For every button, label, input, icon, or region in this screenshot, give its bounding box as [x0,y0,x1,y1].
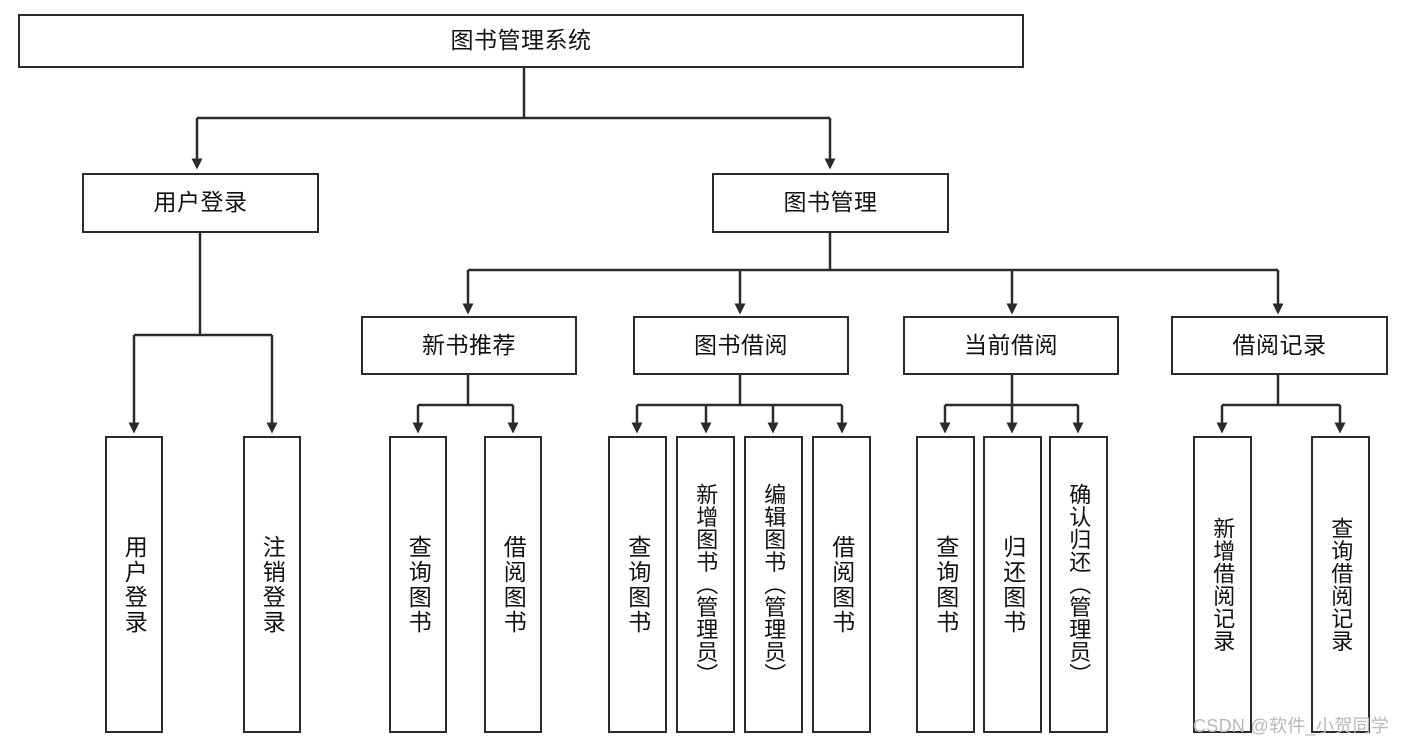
node-label: 新增图书（管理员） [693,483,719,686]
node-label: 当前借阅 [964,331,1058,358]
node-user-login[interactable]: 用户登录 [82,173,319,233]
node-label: 图书借阅 [694,331,788,358]
node-leaf-borrow-book[interactable]: 借阅图书 [812,436,871,733]
node-leaf-query-book-borrow[interactable]: 查询图书 [608,436,667,733]
node-label: 编辑图书（管理员） [761,483,787,686]
node-label: 归还图书 [999,534,1026,635]
node-label: 查询图书 [624,534,651,635]
node-label: 确认归还（管理员） [1066,483,1092,686]
node-label: 查询借阅记录 [1328,517,1354,652]
node-book-borrow[interactable]: 图书借阅 [633,316,849,375]
node-label: 借阅图书 [500,534,527,635]
node-label: 新增借阅记录 [1210,517,1236,652]
node-label: 注销登录 [259,534,286,635]
node-leaf-user-login[interactable]: 用户登录 [105,436,163,733]
node-leaf-query-book-current[interactable]: 查询图书 [916,436,975,733]
node-root-book-management-system[interactable]: 图书管理系统 [18,14,1024,68]
node-leaf-add-book-admin[interactable]: 新增图书（管理员） [676,436,735,733]
node-leaf-borrow-book-new[interactable]: 借阅图书 [484,436,542,733]
node-label: 用户登录 [153,189,248,216]
node-leaf-query-borrow-record[interactable]: 查询借阅记录 [1311,436,1370,733]
node-label: 查询图书 [932,534,959,635]
node-label: 查询图书 [405,534,432,635]
node-leaf-edit-book-admin[interactable]: 编辑图书（管理员） [744,436,803,733]
node-current-borrow[interactable]: 当前借阅 [903,316,1119,375]
node-borrow-record[interactable]: 借阅记录 [1171,316,1388,375]
node-book-manage[interactable]: 图书管理 [712,173,949,233]
node-leaf-query-book-new[interactable]: 查询图书 [389,436,447,733]
node-label: 图书管理 [783,189,878,216]
node-leaf-add-borrow-record[interactable]: 新增借阅记录 [1193,436,1252,733]
node-label: 用户登录 [121,534,148,635]
node-leaf-return-book[interactable]: 归还图书 [983,436,1042,733]
node-leaf-logout-login[interactable]: 注销登录 [243,436,301,733]
node-label: 新书推荐 [422,331,516,358]
node-label: 图书管理系统 [450,27,592,54]
csdn-watermark: CSDN @软件_小贺同学 [1193,716,1390,736]
node-label: 借阅记录 [1232,331,1327,358]
node-label: 借阅图书 [828,534,855,635]
node-new-book-recommend[interactable]: 新书推荐 [361,316,577,375]
node-leaf-confirm-return-admin[interactable]: 确认归还（管理员） [1049,436,1108,733]
